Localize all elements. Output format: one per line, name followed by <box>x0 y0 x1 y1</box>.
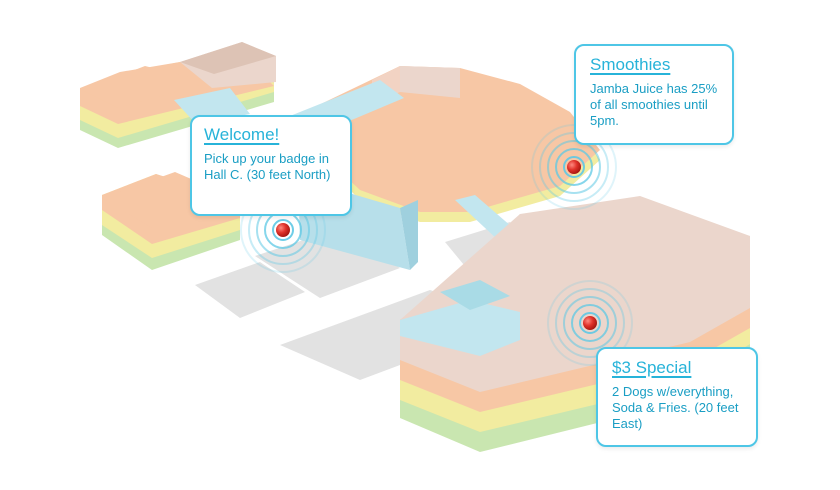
callout-smoothies[interactable]: Smoothies Jamba Juice has 25% of all smo… <box>574 44 734 145</box>
beacon-pin-icon <box>276 223 290 237</box>
beacon-special[interactable] <box>547 280 633 366</box>
callout-special-title: $3 Special <box>612 358 692 377</box>
callout-welcome[interactable]: Welcome! Pick up your badge in Hall C. (… <box>190 115 352 216</box>
beacon-pin-icon <box>583 316 597 330</box>
callout-special-body: 2 Dogs w/everything, Soda & Fries. (20 f… <box>612 384 739 431</box>
beacon-pin-icon <box>567 160 581 174</box>
callout-smoothies-title: Smoothies <box>590 55 671 74</box>
callout-special[interactable]: $3 Special 2 Dogs w/everything, Soda & F… <box>596 347 758 447</box>
callout-welcome-title: Welcome! <box>204 125 280 144</box>
callout-smoothies-body: Jamba Juice has 25% of all smoothies unt… <box>590 81 718 128</box>
callout-welcome-body: Pick up your badge in Hall C. (30 feet N… <box>204 151 331 182</box>
